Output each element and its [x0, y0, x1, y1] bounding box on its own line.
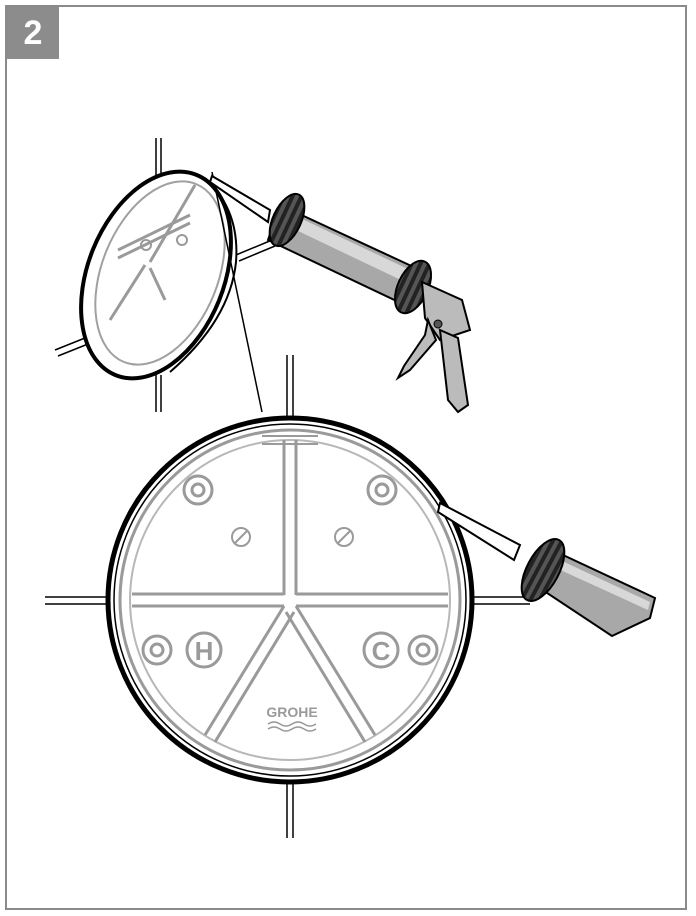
diagram-frame — [5, 5, 687, 910]
cold-marker: C — [362, 631, 400, 669]
cold-label: C — [372, 636, 391, 666]
mounting-plate-perspective — [79, 169, 263, 413]
plate-ribs — [132, 440, 448, 743]
step-number-badge: 2 — [7, 7, 59, 59]
caulking-gun-top — [208, 174, 472, 414]
wall-guide-lines-bottom — [45, 355, 530, 838]
center-screws — [231, 527, 354, 547]
hot-marker: H — [185, 631, 223, 669]
top-perspective-view — [54, 138, 472, 414]
sealant-bead — [105, 415, 475, 785]
top-notch — [262, 435, 318, 445]
brand-logo: GROHE — [266, 704, 318, 732]
hot-label: H — [195, 636, 214, 666]
brand-text: GROHE — [266, 704, 317, 720]
wall-guide-lines-top — [54, 138, 276, 412]
step-number: 2 — [23, 13, 43, 52]
caulking-gun-bottom — [436, 501, 657, 638]
bottom-front-view: H C GROHE — [45, 355, 657, 838]
mounting-plate-rim — [118, 428, 462, 772]
screw-bosses — [141, 474, 439, 666]
